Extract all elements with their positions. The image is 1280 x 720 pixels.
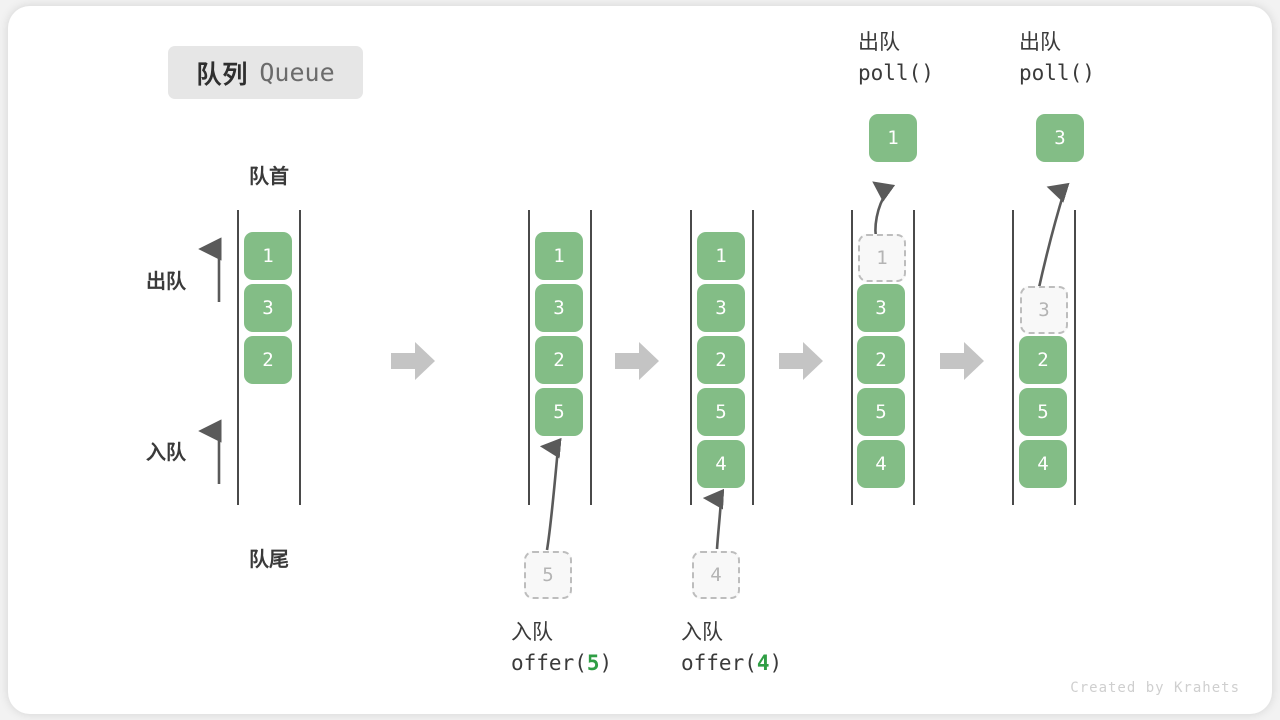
stage3-rail-left [690, 210, 692, 505]
stage2-item-2: 2 [535, 336, 583, 384]
stage3-op-cn: 入队 [681, 621, 723, 644]
label-queue-head: 队首 [249, 166, 289, 188]
stage3-op-code: offer(4) [681, 646, 782, 680]
stage3-item-0: 1 [697, 232, 745, 280]
stage3-operation-label: 入队 offer(4) [681, 620, 782, 680]
stage2-rail-right [590, 210, 592, 505]
transition-arrow-4-icon [940, 342, 984, 380]
stage2-rail-left [528, 210, 530, 505]
stage5-dequeue-curve-arrow-icon [1036, 182, 1070, 293]
stage4-op-cn: 出队 [858, 31, 900, 54]
stage4-removed-ghost: 1 [858, 234, 906, 282]
stage2-item-0: 1 [535, 232, 583, 280]
stage3-item-1: 3 [697, 284, 745, 332]
stage4-item-2: 2 [857, 336, 905, 384]
stage4-rail-left [851, 210, 853, 505]
stage3-op-prefix: offer( [681, 651, 757, 675]
label-enqueue-side: 入队 [146, 442, 186, 464]
stage4-rail-right [913, 210, 915, 505]
stage3-op-suffix: ) [769, 651, 783, 675]
stage5-rail-left [1012, 210, 1014, 505]
stage2-op-code: offer(5) [511, 646, 612, 680]
stage5-item-2: 5 [1019, 388, 1067, 436]
stage4-item-3: 5 [857, 388, 905, 436]
enqueue-up-arrow-icon [198, 419, 222, 484]
title-en: Queue [259, 58, 335, 87]
stage5-operation-label: 出队 poll() [1019, 30, 1095, 90]
stage3-item-2: 2 [697, 336, 745, 384]
stage5-popped-item: 3 [1036, 114, 1084, 162]
stage4-item-1: 3 [857, 284, 905, 332]
stage5-removed-ghost: 3 [1020, 286, 1068, 334]
stage3-rail-right [752, 210, 754, 505]
stage2-op-prefix: offer( [511, 651, 587, 675]
dequeue-up-arrow-icon [198, 237, 222, 302]
stage1-rail-right [299, 210, 301, 505]
stage5-item-1: 2 [1019, 336, 1067, 384]
transition-arrow-1-icon [391, 342, 435, 380]
stage3-op-value: 4 [756, 651, 770, 675]
stage1-item-0: 1 [244, 232, 292, 280]
watermark: Created by Krahets [1070, 680, 1240, 696]
stage5-rail-right [1074, 210, 1076, 505]
stage3-incoming-ghost: 4 [692, 551, 740, 599]
stage4-op-code: poll() [858, 61, 934, 85]
stage1-item-1: 3 [244, 284, 292, 332]
stage1-item-2: 2 [244, 336, 292, 384]
stage5-op-cn: 出队 [1019, 31, 1061, 54]
stage2-item-1: 3 [535, 284, 583, 332]
stage3-item-4: 4 [697, 440, 745, 488]
stage2-item-3: 5 [535, 388, 583, 436]
title-badge: 队列 Queue [168, 46, 363, 99]
label-queue-tail: 队尾 [249, 549, 289, 571]
label-dequeue-side: 出队 [146, 271, 186, 293]
stage4-operation-label: 出队 poll() [858, 30, 934, 90]
stage2-incoming-ghost: 5 [524, 551, 572, 599]
stage2-operation-label: 入队 offer(5) [511, 620, 612, 680]
stage3-item-3: 5 [697, 388, 745, 436]
stage3-enqueue-curve-arrow-icon [702, 488, 725, 550]
transition-arrow-3-icon [779, 342, 823, 380]
stage2-enqueue-curve-arrow-icon [539, 437, 562, 551]
stage4-item-4: 4 [857, 440, 905, 488]
stage1-rail-left [237, 210, 239, 505]
stage4-popped-item: 1 [869, 114, 917, 162]
transition-arrow-2-icon [615, 342, 659, 380]
stage2-op-suffix: ) [599, 651, 613, 675]
stage2-op-value: 5 [586, 651, 600, 675]
stage5-item-3: 4 [1019, 440, 1067, 488]
stage5-op-code: poll() [1019, 61, 1095, 85]
title-cn: 队列 [196, 60, 249, 89]
stage2-op-cn: 入队 [511, 621, 553, 644]
